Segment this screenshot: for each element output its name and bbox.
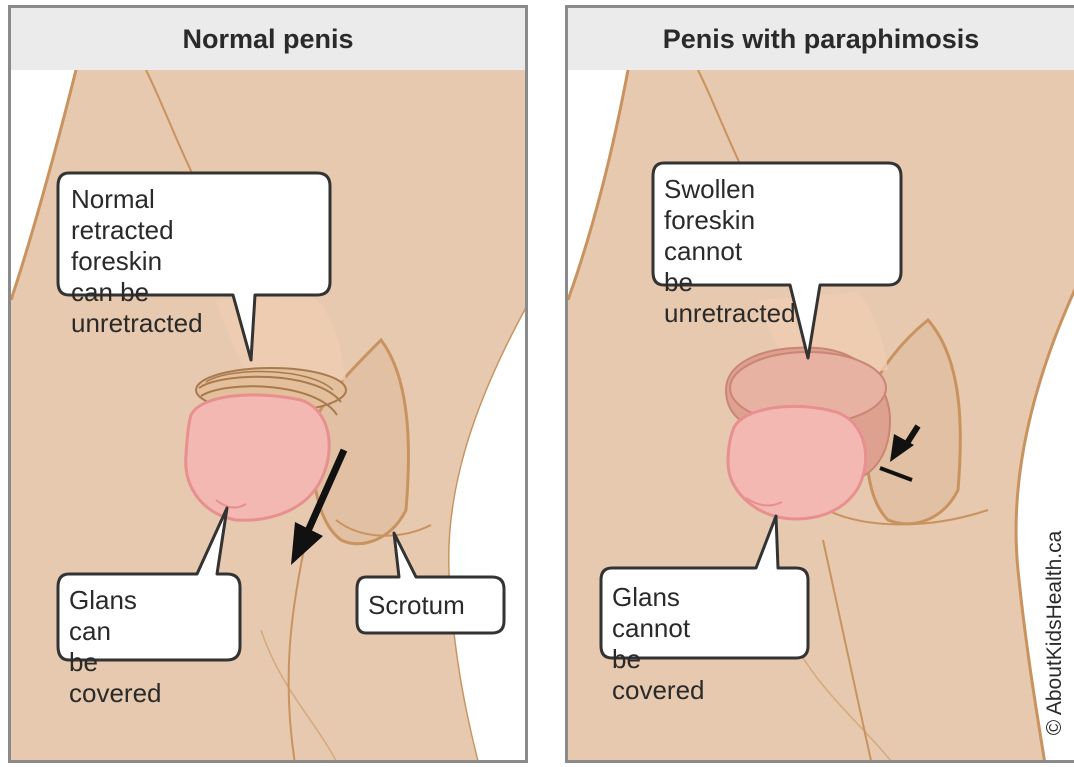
glans xyxy=(728,406,866,518)
callout-glans-text: Glans can be covered xyxy=(69,585,162,709)
panel-title: Penis with paraphimosis xyxy=(568,8,1074,70)
panel-normal-penis: Normal penis xyxy=(8,5,528,763)
copyright-text: © AboutKidsHealth.ca xyxy=(1043,531,1067,736)
panel-paraphimosis: Penis with paraphimosis xyxy=(565,5,1074,763)
copyright-credit: © AboutKidsHealth.ca xyxy=(1040,508,1070,758)
callout-scrotum-bubble xyxy=(354,533,509,643)
callout-foreskin-text: Swollen foreskin cannot be unretracted xyxy=(664,174,796,329)
callout-foreskin-text: Normal retracted foreskin can be unretra… xyxy=(71,184,203,339)
callout-scrotum-text: Scrotum xyxy=(368,590,465,621)
callout-glans-text: Glans cannot be covered xyxy=(612,582,705,706)
panel-title: Normal penis xyxy=(11,8,525,70)
